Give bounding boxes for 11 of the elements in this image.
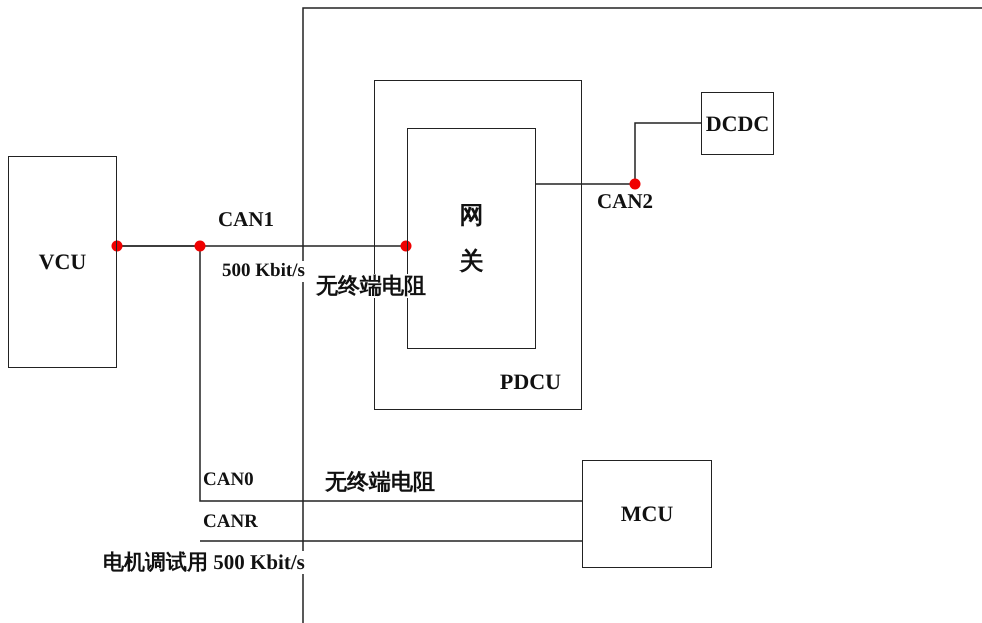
- unit-box: DCDC: [701, 92, 774, 155]
- note-text: 无终端电阻: [316, 274, 426, 298]
- box-label: 网关: [458, 202, 484, 277]
- connection-line: [200, 540, 582, 542]
- connection-line: [535, 122, 701, 185]
- unit-box: MCU: [582, 460, 712, 568]
- note-text: 无终端电阻: [325, 470, 435, 494]
- box-label: PDCU: [500, 369, 561, 395]
- note-text: 电机调试用 500 Kbit/s: [103, 551, 305, 574]
- unit-box: VCU: [8, 156, 117, 368]
- bus-label: 500 Kbit/s: [222, 261, 305, 282]
